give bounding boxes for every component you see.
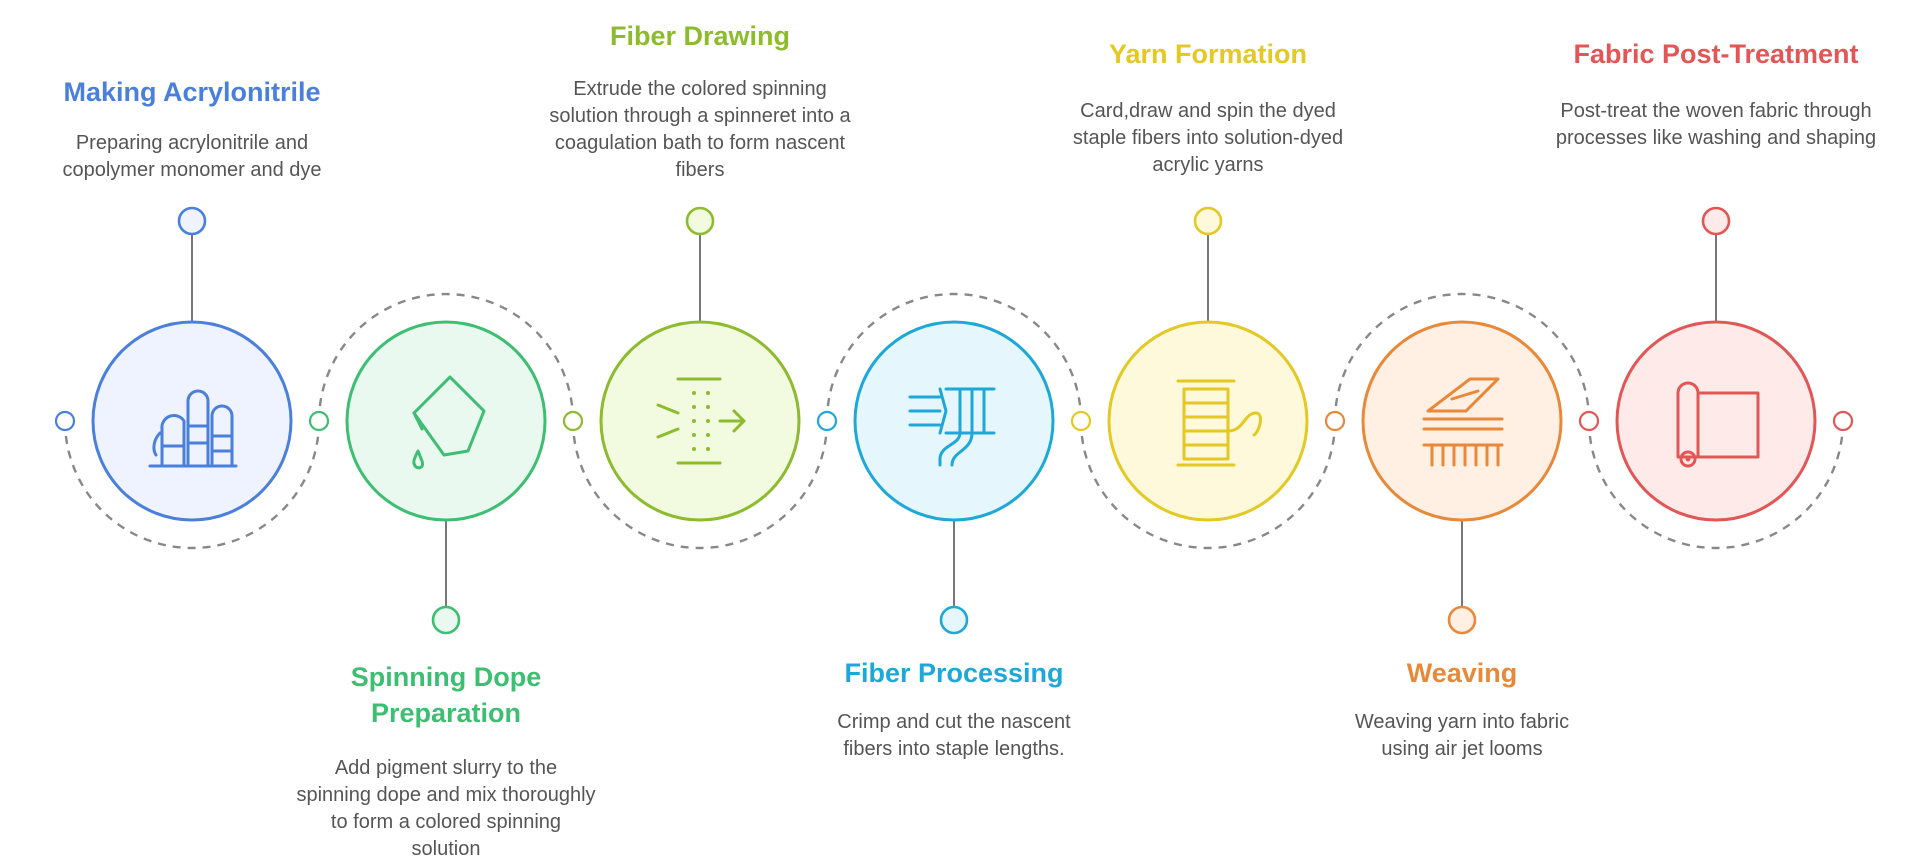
step-circle [1361,320,1563,522]
junction-dot [308,410,330,432]
step-description: Post-treat the woven fabric through proc… [1555,100,1877,149]
step-description: Extrude the colored spinning solution th… [549,78,851,181]
marker-dot [939,605,969,635]
step-description: Card,draw and spin the dyed staple fiber… [1072,100,1344,176]
step-title: Fiber Drawing [609,21,791,51]
step-7 [1615,206,1817,522]
step-5 [1107,206,1309,522]
step-1 [91,206,293,522]
step-title: Making Acrylonitrile [63,77,321,107]
step-title: Spinning Dope Preparation [350,662,542,728]
step-title: Fabric Post-Treatment [1573,39,1859,69]
dashed-arc [571,420,829,550]
marker-dot [1447,605,1477,635]
marker-dot [685,206,715,236]
step-2 [345,320,547,635]
step-4 [853,320,1055,635]
step-circle [599,320,801,522]
dashed-arc [825,292,1083,422]
step-circle [345,320,547,522]
step-circle [1107,320,1309,522]
dashed-arc [1587,420,1845,550]
step-title: Yarn Formation [1108,39,1308,69]
marker-dot [1193,206,1223,236]
loom-icon [1422,377,1504,467]
marker-dot [431,605,461,635]
yarn-spool-icon [1176,379,1262,467]
step-description: Weaving yarn into fabric using air jet l… [1354,711,1570,760]
step-title: Fiber Processing [844,658,1064,688]
junction-dot [54,410,76,432]
dashed-arc [63,420,321,550]
pouring-bucket-icon [412,375,486,470]
step-3 [599,206,801,522]
step-circle [1615,320,1817,522]
fabric-roll-icon [1676,381,1760,468]
junction-dot [1324,410,1346,432]
dashed-arc [1079,420,1337,550]
step-description: Add pigment slurry to the spinning dope … [296,757,596,860]
junction-dot [1578,410,1600,432]
step-6 [1361,320,1563,635]
junction-dot [1070,410,1092,432]
fiber-crimp-icon [908,387,996,467]
dashed-arc [1333,292,1591,422]
marker-dot [177,206,207,236]
spinneret-extrusion-icon [656,377,746,465]
dashed-arc [317,292,575,422]
junction-dot [1832,410,1854,432]
step-circle [853,320,1055,522]
chemical-plant-icon [148,389,238,468]
step-description: Preparing acrylonitrile and copolymer mo… [62,132,322,181]
step-title: Weaving [1406,658,1518,688]
step-description: Crimp and cut the nascent fibers into st… [837,711,1071,760]
connector-arcs [63,292,1845,550]
junction-dot [816,410,838,432]
junction-dot [562,410,584,432]
marker-dot [1701,206,1731,236]
step-circle [91,320,293,522]
